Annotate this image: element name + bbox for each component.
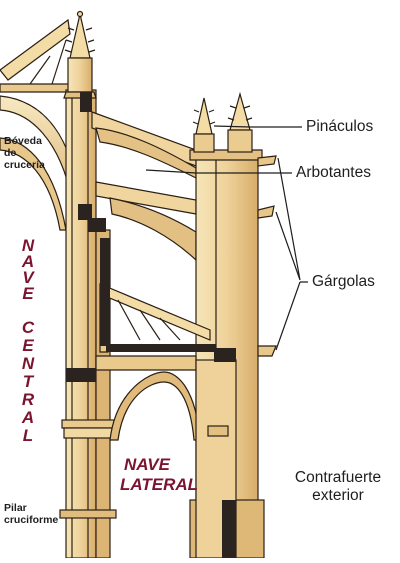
nave-lateral-line1: NAVE	[124, 455, 170, 474]
label-contrafuerte: Contrafuerte exterior	[282, 469, 394, 505]
label-pilar-line2: cruciforme	[4, 514, 59, 526]
nave-central-letter: L	[22, 426, 34, 445]
label-contrafuerte-line1: Contrafuerte	[294, 469, 382, 486]
central-pillar	[59, 89, 117, 559]
label-pinaculos: Pináculos	[306, 118, 374, 135]
label-gargolas: Gárgolas	[312, 273, 375, 290]
nave-central-letter: A	[21, 252, 35, 271]
nave-lateral-line2: LATERAL	[120, 475, 199, 494]
label-arbotantes: Arbotantes	[296, 164, 371, 181]
nave-central-letter: E	[22, 336, 34, 355]
nave-central-letter: A	[21, 408, 35, 427]
nave-central-letter: E	[22, 284, 34, 303]
nave-central-letter: V	[22, 268, 34, 287]
label-boveda-line2: de	[4, 147, 17, 159]
nave-central-letter: C	[21, 318, 35, 337]
label-pilar-line1: Pilar	[4, 502, 27, 514]
upper-flying-buttress	[91, 111, 197, 179]
label-boveda-line1: Bóveda	[4, 135, 42, 147]
iron-ties	[66, 92, 236, 558]
label-boveda: Bóveda de crucería	[4, 135, 45, 171]
nave-central-letter: N	[21, 236, 35, 255]
label-pilar: Pilar cruciforme	[4, 502, 58, 526]
label-boveda-line3: crucería	[4, 159, 45, 171]
label-contrafuerte-line2: exterior	[312, 487, 364, 504]
nave-lateral-label: NAVE LATERAL	[120, 455, 198, 495]
gargoyles	[257, 155, 277, 357]
nave-central-letter: R	[21, 390, 35, 409]
nave-central-letter: N	[21, 354, 35, 373]
nave-central-letter: T	[22, 372, 34, 391]
lower-flying-buttress	[95, 181, 197, 262]
lateral-roof	[99, 283, 211, 353]
